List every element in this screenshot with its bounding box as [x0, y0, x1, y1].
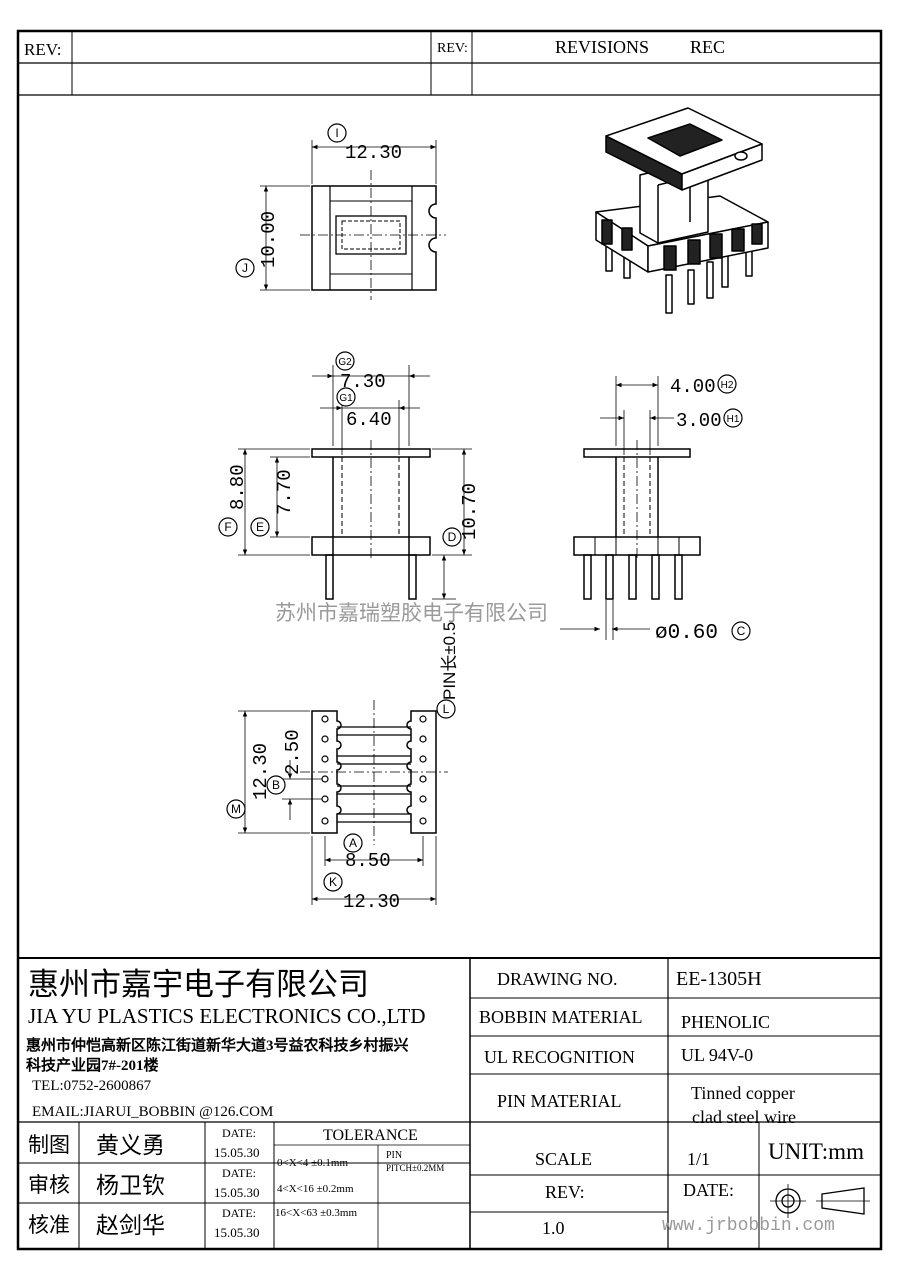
pin-material-label: PIN MATERIAL: [497, 1091, 622, 1111]
dim-right-width-inner: 3.00: [676, 410, 722, 432]
reference-markers: [218, 123, 751, 892]
signoff-date: 15.05.30: [214, 1225, 260, 1240]
bobbin-material-label: BOBBIN MATERIAL: [479, 1007, 643, 1027]
marker-i: I: [335, 126, 338, 140]
tolerance-pin-pitch: PITCH±0.2MM: [386, 1163, 444, 1173]
dim-bottom-height: 12.30: [250, 743, 272, 800]
bobbin-material-value: PHENOLIC: [681, 1012, 770, 1032]
company-address-2: 科技产业园7#-201楼: [26, 1056, 159, 1074]
ul-recognition-label: UL RECOGNITION: [484, 1047, 635, 1067]
signoff-row: 核准 赵剑华 DATE: 15.05.30: [28, 1206, 260, 1240]
top-view-dims: [260, 140, 437, 291]
pin-material-line2: clad steel wire: [692, 1107, 796, 1127]
signoff-role: 核准: [28, 1213, 70, 1237]
dim-pin-diameter: ø0.60: [655, 622, 718, 645]
rev-value: 1.0: [542, 1218, 565, 1238]
isometric-view: [595, 107, 769, 314]
signoff-name: 黄义勇: [96, 1133, 165, 1158]
signoff-name: 杨卫钦: [96, 1173, 165, 1198]
marker-b: B: [272, 778, 280, 792]
marker-m: M: [231, 802, 241, 816]
scale-value: 1/1: [687, 1149, 710, 1169]
signoff-date-label: DATE:: [222, 1126, 256, 1140]
watermark-website: www.jrbobbin.com: [662, 1216, 835, 1236]
signoff-date: 15.05.30: [214, 1145, 260, 1160]
company-address-1: 惠州市仲恺高新区陈江街道新华大道3号益农科技乡村振兴: [26, 1036, 409, 1054]
dim-total-height: 10.70: [459, 483, 481, 540]
signoff-name: 赵剑华: [96, 1213, 165, 1238]
tolerance-row: 0<X<4 ±0.1mm: [277, 1157, 348, 1169]
tolerance-title: TOLERANCE: [323, 1127, 418, 1144]
signoff-date-label: DATE:: [222, 1206, 256, 1220]
signoff-row: 审核 杨卫钦 DATE: 15.05.30: [28, 1166, 260, 1200]
marker-c: C: [737, 624, 746, 638]
dim-top-height: 10.00: [258, 211, 280, 268]
bottom-view-dims: [238, 710, 437, 905]
marker-j: J: [242, 261, 248, 275]
title-block: [18, 957, 881, 1249]
marker-e: E: [256, 520, 264, 534]
watermark-company: 苏州市嘉瑞塑胶电子有限公司: [275, 602, 548, 625]
dim-side-height-inner: 7.70: [274, 469, 296, 515]
marker-h1: H1: [727, 414, 740, 425]
rec-label: REC: [690, 37, 725, 57]
marker-a: A: [349, 836, 357, 850]
company-email: EMAIL:JIARUI_BOBBIN @126.COM: [32, 1104, 273, 1120]
company-name-cn: 惠州市嘉宇电子有限公司: [28, 967, 369, 1002]
rev-label-right: REV:: [437, 41, 468, 56]
rev-label: REV:: [545, 1182, 585, 1202]
top-view: [300, 170, 446, 300]
marker-h2: H2: [721, 380, 734, 391]
tolerance-row: 4<X<16 ±0.2mm: [277, 1183, 354, 1195]
pin-length-dim: [432, 555, 456, 600]
pin-material-line1: Tinned copper: [691, 1083, 795, 1103]
ul-recognition-value: UL 94V-0: [681, 1045, 753, 1065]
marker-l: L: [443, 702, 450, 716]
drawing-no-value: EE-1305H: [676, 968, 762, 990]
unit-label: UNIT:mm: [768, 1139, 864, 1164]
side-view: [311, 440, 431, 600]
sheet-border: [16, 29, 883, 1251]
right-view: [573, 440, 701, 600]
dim-side-height-outer: 8.80: [227, 464, 249, 510]
marker-g2: G2: [338, 357, 352, 368]
bottom-view: [300, 700, 448, 845]
rev-label-left: REV:: [24, 40, 61, 59]
signoff-date: 15.05.30: [214, 1185, 260, 1200]
right-view-dims: [560, 376, 674, 640]
marker-g1: G1: [339, 393, 353, 404]
revisions-label: REVISIONS: [555, 37, 649, 57]
marker-d: D: [448, 530, 457, 544]
side-view-dims: [238, 365, 472, 556]
drawing-no-label: DRAWING NO.: [497, 969, 618, 989]
date-label: DATE:: [683, 1180, 734, 1200]
company-name-en: JIA YU PLASTICS ELECTRONICS CO.,LTD: [28, 1004, 425, 1028]
dim-pin-length: PIN长±0.5: [440, 622, 459, 700]
signoff-role: 审核: [28, 1173, 70, 1197]
dim-bottom-width: 12.30: [343, 891, 400, 913]
projection-symbol-icon: [770, 1184, 870, 1218]
dim-top-width: 12.30: [345, 142, 402, 164]
marker-f: F: [224, 520, 231, 534]
signoff-row: 制图 黄义勇 DATE: 15.05.30: [28, 1126, 260, 1160]
signoff-role: 制图: [28, 1133, 70, 1157]
scale-label: SCALE: [535, 1149, 592, 1169]
tolerance-pin-label: PIN: [386, 1150, 402, 1161]
company-tel: TEL:0752-2600867: [32, 1078, 152, 1094]
dim-pin-pitch: 2.50: [282, 729, 304, 775]
revision-header: REV: REV: REVISIONS REC: [18, 31, 881, 96]
dim-side-width-outer: 7.30: [340, 371, 386, 393]
dim-side-width-inner: 6.40: [346, 409, 392, 431]
dim-bottom-inner-width: 8.50: [345, 850, 391, 872]
tolerance-row: 16<X<63 ±0.3mm: [275, 1207, 357, 1219]
dim-right-width-outer: 4.00: [670, 376, 716, 398]
signoff-date-label: DATE:: [222, 1166, 256, 1180]
marker-k: K: [329, 875, 337, 889]
